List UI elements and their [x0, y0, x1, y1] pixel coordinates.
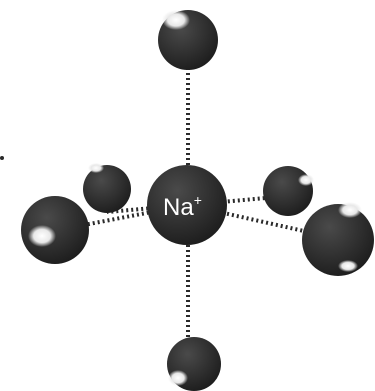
ligand-atom-top: [158, 10, 218, 70]
ion-symbol-label: Na+: [163, 192, 202, 221]
ion-symbol: Na: [163, 194, 194, 221]
ion-charge: +: [194, 192, 202, 208]
stray-dot: [0, 156, 4, 160]
ligand-atom-right-lower: [302, 202, 374, 276]
ligand-atoms: [21, 10, 374, 391]
ligand-atom-left-lower: [21, 196, 89, 264]
ligand-atom-right-upper: [263, 166, 314, 216]
central-sodium-ion: Na+: [147, 165, 227, 245]
ligand-atom-bottom: [167, 337, 221, 391]
ligand-atom-left-upper: [83, 163, 131, 213]
